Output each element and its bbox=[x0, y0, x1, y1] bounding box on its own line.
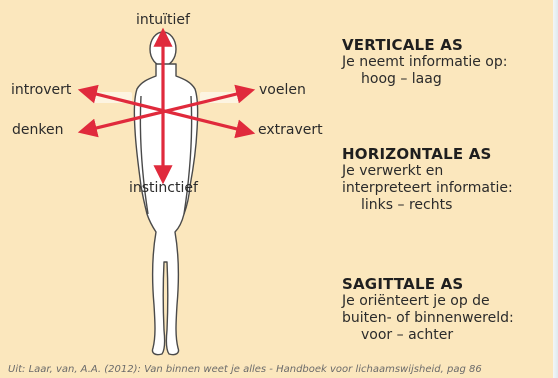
label-denken: denken bbox=[12, 122, 63, 138]
info-line: Je neemt informatie op: bbox=[342, 54, 507, 71]
info-line: voor – achter bbox=[342, 327, 514, 344]
label-top-intuitief: intuïtief bbox=[136, 12, 190, 28]
figure-body bbox=[134, 64, 197, 355]
info-line: buiten- of binnenwereld: bbox=[342, 310, 514, 327]
info-line: interpreteert informatie: bbox=[342, 180, 513, 197]
source-caption: Uit: Laar, van, A.A. (2012): Van binnen … bbox=[8, 364, 482, 376]
info-line: hoog – laag bbox=[342, 71, 507, 88]
label-instinctief: instinctief bbox=[129, 180, 198, 196]
label-extravert: extravert bbox=[258, 122, 323, 138]
label-voelen: voelen bbox=[259, 82, 306, 98]
info-title: VERTICALE AS bbox=[342, 36, 507, 54]
page-edge bbox=[553, 0, 558, 378]
info-line: links – rechts bbox=[342, 197, 513, 214]
info-line: Je verwerkt en bbox=[342, 163, 513, 180]
info-title: HORIZONTALE AS bbox=[342, 145, 513, 163]
info-block-sagittale-as: SAGITTALE AS Je oriënteert je op de buit… bbox=[342, 275, 514, 344]
info-block-verticale-as: VERTICALE AS Je neemt informatie op: hoo… bbox=[342, 36, 507, 88]
label-introvert: introvert bbox=[11, 82, 71, 98]
info-title: SAGITTALE AS bbox=[342, 275, 514, 293]
info-line: Je oriënteert je op de bbox=[342, 293, 514, 310]
info-block-horizontale-as: HORIZONTALE AS Je verwerkt en interprete… bbox=[342, 145, 513, 214]
